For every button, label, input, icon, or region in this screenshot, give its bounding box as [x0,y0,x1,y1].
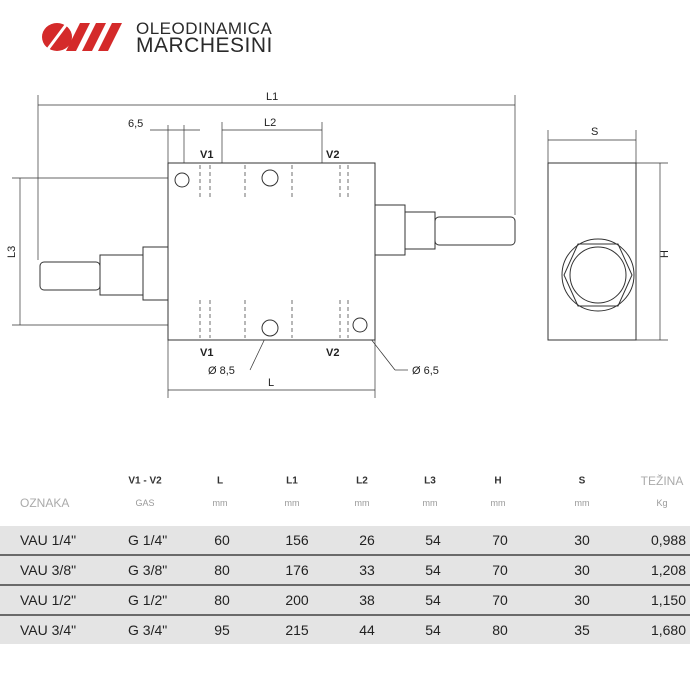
header-L2: L2 [356,475,368,487]
subheader-oznaka: OZNAKA [20,496,70,510]
table-cell: 54 [425,592,441,608]
table-row: VAU 1/2" G 1/2" 80 200 38 54 70 30 1,150 [0,586,690,616]
dim-L2-label: L2 [264,117,276,129]
table-cell: 95 [214,622,230,638]
table-cell: G 1/2" [128,592,168,608]
table-cell: 70 [492,532,508,548]
table-cell: 1,208 [650,562,686,578]
dim-H-label: H [659,250,671,258]
subheader-unit: Kg [656,498,668,508]
table-cell: 156 [285,532,309,548]
dim-S-label: S [591,126,598,138]
technical-drawing: L1 L2 6,5 L3 L S H V1 V2 V1 V2 Ø 8,5 Ø 6… [6,91,671,398]
header-tezina: TEŽINA [640,474,684,488]
table-cell: 200 [285,592,309,608]
table-cell: G 1/4" [128,532,168,548]
subheader-gas: GAS [135,498,155,508]
port-v1-bottom: V1 [200,347,213,359]
dim-L3-label: L3 [6,246,18,258]
table-cell: 60 [214,532,230,548]
subheader-unit: mm [354,498,370,508]
dim-L-label: L [268,377,274,389]
table-cell: VAU 1/4" [20,532,77,548]
subheader-unit: mm [490,498,506,508]
table-cell: 38 [359,592,375,608]
table-cell: 1,680 [650,622,686,638]
table-cell: 54 [425,532,441,548]
table-cell: 30 [574,562,590,578]
subheader-unit: mm [422,498,438,508]
table-header-row: V1 - V2 L L1 L2 L3 H S TEŽINA [0,470,690,492]
hole-6-5-label: Ø 6,5 [412,365,439,377]
table-cell: 44 [359,622,375,638]
table-cell: 26 [359,532,375,548]
hole-8-5-label: Ø 8,5 [208,365,235,377]
subheader-unit: mm [284,498,300,508]
table-row: VAU 3/4" G 3/4" 95 215 44 54 80 35 1,680 [0,616,690,644]
table-row: VAU 1/4" G 1/4" 60 156 26 54 70 30 0,988 [0,526,690,556]
port-v1-top: V1 [200,149,213,161]
subheader-unit: mm [212,498,228,508]
table-cell: VAU 3/8" [20,562,77,578]
header-L1: L1 [286,475,298,487]
table-cell: 35 [574,622,590,638]
brand-line2: MARCHESINI [136,34,273,57]
table-cell: 176 [285,562,309,578]
port-v2-top: V2 [326,149,339,161]
table-cell: 54 [425,622,441,638]
header-S: S [578,475,586,487]
table-cell: 80 [492,622,508,638]
brand-line1: OLEODINAMICA [136,19,273,38]
table-cell: VAU 1/2" [20,592,77,608]
table-cell: 1,150 [650,592,686,608]
table-cell: 80 [214,592,230,608]
table-cell: 80 [214,562,230,578]
brand-logo: OLEODINAMICA MARCHESINI [40,19,273,57]
table-cell: VAU 3/4" [20,622,77,638]
header-L: L [216,475,224,487]
table-cell: 30 [574,532,590,548]
table-cell: 54 [425,562,441,578]
port-v2-bottom: V2 [326,347,339,359]
table-row: VAU 3/8" G 3/8" 80 176 33 54 70 30 1,208 [0,556,690,586]
logo-mark-icon [42,23,122,51]
table-cell: 70 [492,592,508,608]
dim-6-5-label: 6,5 [128,118,143,130]
header-L3: L3 [424,475,436,487]
specs-table: V1 - V2 L L1 L2 L3 H S TEŽINA OZNAKA GAS… [0,470,690,644]
table-cell: G 3/8" [128,562,168,578]
subheader-unit: mm [574,498,590,508]
table-cell: 0,988 [650,532,686,548]
table-cell: 30 [574,592,590,608]
header-v1v2: V1 - V2 [128,475,162,487]
table-cell: G 3/4" [128,622,168,638]
table-subheader-row: OZNAKA GAS mm mm mm mm mm mm Kg [0,492,690,514]
table-cell: 33 [359,562,375,578]
dim-L1-label: L1 [266,91,278,103]
table-cell: 215 [285,622,309,638]
table-cell: 70 [492,562,508,578]
header-H: H [494,475,502,487]
